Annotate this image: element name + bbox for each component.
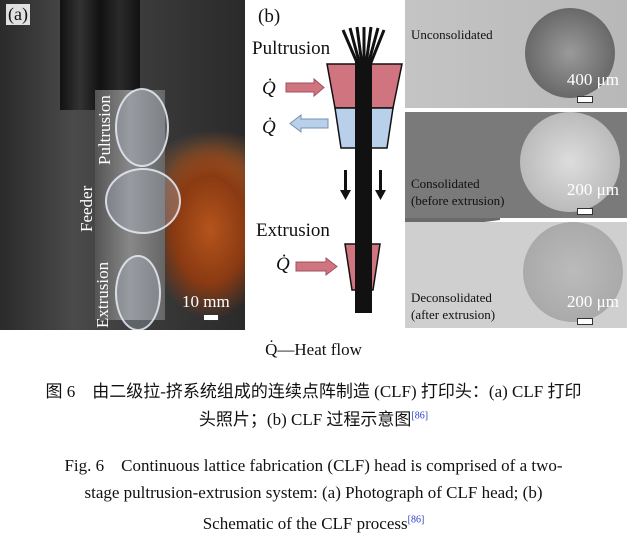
pultrusion-highlight [115,88,169,167]
caption-text: 头照片；(b) CLF 过程示意图 [198,410,412,429]
micrograph-label: Consolidated [411,176,480,191]
reference-link[interactable]: [86] [407,514,425,526]
panel-a-label: (a) [6,4,30,25]
micrograph-label: Deconsolidated [411,290,492,305]
panel-b-label: (b) [258,6,281,27]
caption-en-line2: stage pultrusion-extrusion system: (a) P… [84,483,543,502]
scale-bar [577,318,593,325]
clf-head-photo: (a) Pultrusion Feeder Extrusion 10 mm [0,0,245,330]
extrusion-highlight [115,255,161,330]
extrusion-title: Extrusion [256,220,330,241]
reference-link[interactable]: [86] [411,410,429,422]
micrograph-label: Unconsolidated [411,27,493,42]
fiber-bundle [341,26,386,66]
q-heat-in-1: Q̇ [262,78,276,99]
fiber-cross-section [523,222,623,322]
micrograph-scale: 400 μm [566,70,619,89]
fiber-cross-section [525,8,615,98]
micrograph-label: (after extrusion) [411,307,496,322]
fiber-cross-section [520,112,620,212]
micrograph-scale: 200 μm [566,180,619,199]
scale-bar [577,96,593,103]
feeder-highlight [105,168,181,234]
caption-cn-line2: 头照片；(b) CLF 过程示意图[86] [0,405,627,430]
heat-out-arrow-icon [289,113,329,134]
heat-in-arrow-icon [295,256,338,277]
micrograph-deconsolidated: Deconsolidated (after extrusion) 200 μm [405,222,627,328]
micrograph-consolidated: Consolidated (before extrusion) 200 μm [405,112,627,218]
q-heat-in-2: Q̇ [276,254,290,275]
caption-cn-line1: 图 6 由二级拉-挤系统组成的连续点阵制造 (CLF) 打印头：(a) CLF … [45,382,582,401]
scale-label: 10 mm [182,292,230,311]
q-heat-out: Q̇ [262,117,276,138]
heat-in-arrow-icon [285,77,325,98]
legend-heat-flow: Q̇—Heat flow [265,340,362,359]
caption-text: Schematic of the CLF process [202,514,408,533]
scale-bar [577,208,593,215]
scale-bar [203,314,219,321]
micrograph-unconsolidated: Unconsolidated 400 μm [405,0,627,108]
micrograph-label: (before extrusion) [411,193,505,208]
caption-en-line1: Fig. 6 Continuous lattice fabrication (C… [64,456,563,475]
pultrusion-title: Pultrusion [252,38,331,59]
down-arrows-icon [340,170,386,200]
micrograph-scale: 200 μm [566,292,619,311]
fiber-rod [355,60,372,313]
caption-en-line3: Schematic of the CLF process[86] [0,514,627,534]
